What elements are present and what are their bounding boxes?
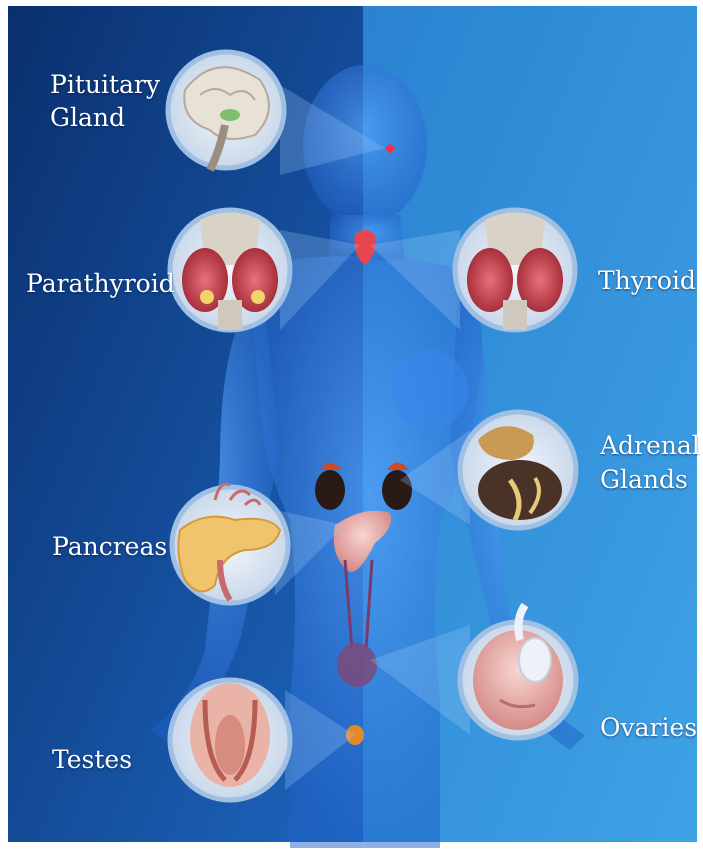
pancreas-circle: [172, 484, 288, 603]
uterus-mark: [337, 643, 377, 687]
label-adrenal-line2: Glands: [600, 465, 688, 495]
label-ovaries: Ovaries: [600, 713, 697, 743]
label-pancreas: Pancreas: [52, 532, 167, 562]
label-adrenal-line1: Adrenal: [600, 431, 700, 461]
thyroid-circle: [455, 210, 575, 330]
label-testes: Testes: [52, 745, 132, 775]
kidney-left: [315, 470, 345, 510]
parathyroid-circle: [170, 210, 290, 330]
label-pituitary-line2: Gland: [50, 103, 125, 133]
label-thyroid: Thyroid: [598, 266, 696, 296]
testes-circle: [170, 680, 290, 800]
adrenal-circle: [460, 412, 576, 528]
label-pituitary-line1: Pituitary: [50, 70, 160, 100]
pituitary-circle: [168, 52, 284, 170]
label-parathyroid: Parathyroid: [26, 269, 175, 299]
